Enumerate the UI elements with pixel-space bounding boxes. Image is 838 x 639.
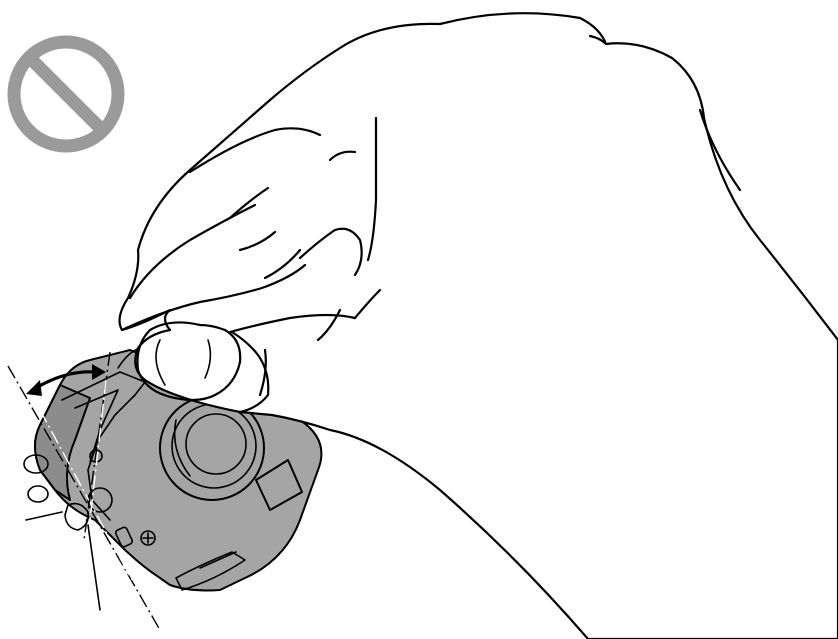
prohibition-icon xyxy=(14,42,118,146)
